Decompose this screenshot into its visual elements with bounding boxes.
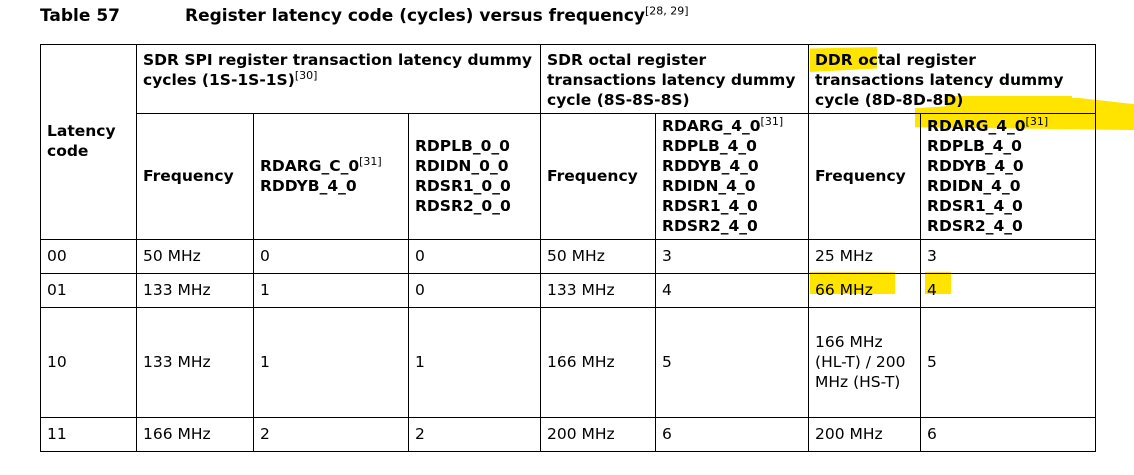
- cell-sdr-octal-cycles: 3: [655, 239, 810, 275]
- header-sdr-spi-frequency-label: Frequency: [143, 167, 234, 186]
- header-group-sdr-octal-label: SDR octal register transactions latency …: [547, 51, 796, 109]
- header-sdr-spi-signals-b: RDPLB_0_0 RDIDN_0_0 RDSR1_0_0 RDSR2_0_0: [407, 113, 542, 241]
- header-ddr-octal-signal-list: RDPLB_4_0 RDDYB_4_0 RDIDN_4_0 RDSR1_4_0 …: [927, 137, 1024, 235]
- table-number-label: Table 57: [40, 6, 120, 26]
- header-sdr-octal-signals: RDARG_4_0[31] RDPLB_4_0 RDDYB_4_0 RDIDN_…: [655, 113, 810, 241]
- header-group-sdr-spi-label: SDR SPI register transaction latency dum…: [143, 51, 532, 89]
- cell-sdr-spi-a: 0: [253, 239, 409, 275]
- table-header-group-row: Latency code SDR SPI register transactio…: [40, 43, 1097, 241]
- header-ddr-octal-signals: RDARG_4_0[31] RDPLB_4_0 RDDYB_4_0 RDIDN_…: [920, 113, 1097, 241]
- header-group-ddr-octal: DDR octal register transactions latency …: [808, 43, 1097, 115]
- cell-sdr-octal-freq: 50 MHz: [540, 239, 657, 275]
- header-sdr-spi-signals-a: RDARG_C_0[31] RDDYB_4_0: [253, 113, 409, 241]
- header-sdr-octal-frequency-label: Frequency: [547, 167, 638, 186]
- cell-latency-code: 10: [40, 307, 137, 419]
- header-group-sdr-spi: SDR SPI register transaction latency dum…: [135, 43, 542, 115]
- header-latency-code: Latency code: [40, 43, 137, 241]
- caption-footnote-ref: [28, 29]: [645, 4, 689, 18]
- table-header-sub-row: Frequency RDARG_C_0[31] RDDYB_4_0 RDPLB_…: [41, 113, 1097, 241]
- cell-ddr-octal-freq: 66 MHz: [808, 273, 922, 309]
- cell-ddr-octal-freq: 200 MHz: [808, 417, 922, 453]
- cell-sdr-spi-a: 1: [253, 307, 409, 419]
- header-sdr-octal-rdarg-footnote: [31]: [760, 115, 784, 129]
- table-row: 00 50 MHz 0 0 50 MHz 3 25 MHz 3: [40, 239, 1097, 275]
- cell-ddr-octal-freq: 166 MHz (HL-T) / 200 MHz (HS-T): [808, 307, 922, 419]
- header-ddr-octal-rdarg-4-0: RDARG_4_0: [927, 117, 1026, 136]
- table-row: 01 133 MHz 1 0 133 MHz 4 66 MHz 4: [40, 273, 1097, 309]
- cell-latency-code: 01: [40, 273, 137, 309]
- cell-latency-code: 00: [40, 239, 137, 275]
- cell-sdr-octal-freq: 133 MHz: [540, 273, 657, 309]
- cell-sdr-spi-b: 0: [407, 273, 542, 309]
- header-group-ddr-octal-label: DDR octal register transactions latency …: [815, 51, 1064, 109]
- header-sdr-spi-frequency: Frequency: [136, 113, 254, 241]
- cell-sdr-octal-freq: 166 MHz: [540, 307, 657, 419]
- header-sdr-octal-rdarg-4-0: RDARG_4_0: [662, 117, 761, 136]
- cell-ddr-octal-freq: 25 MHz: [808, 239, 922, 275]
- table-row: 10 133 MHz 1 1 166 MHz 5 166 MHz (HL-T) …: [40, 307, 1097, 419]
- cell-ddr-octal-cycles: 5: [920, 307, 1097, 419]
- header-latency-code-label: Latency code: [47, 122, 116, 161]
- cell-sdr-spi-b: 1: [407, 307, 542, 419]
- table-title: Register latency code (cycles) versus fr…: [185, 6, 645, 26]
- cell-sdr-spi-b: 0: [407, 239, 542, 275]
- cell-ddr-octal-cycles: 3: [920, 239, 1097, 275]
- header-sdr-octal-frequency: Frequency: [540, 113, 657, 241]
- header-sdr-spi-signal-list: RDPLB_0_0 RDIDN_0_0 RDSR1_0_0 RDSR2_0_0: [415, 137, 511, 215]
- header-group-sdr-spi-footnote: [30]: [294, 68, 318, 82]
- table-caption: Table 57 Register latency code (cycles) v…: [40, 4, 1100, 36]
- cell-sdr-octal-cycles: 4: [655, 273, 810, 309]
- table-row: 11 166 MHz 2 2 200 MHz 6 200 MHz 6: [40, 417, 1097, 453]
- header-rdarg-c-0-footnote: [31]: [359, 154, 382, 168]
- cell-latency-code: 11: [40, 417, 137, 453]
- header-ddr-octal-frequency-label: Frequency: [815, 167, 906, 186]
- cell-sdr-spi-freq: 133 MHz: [136, 273, 254, 309]
- cell-sdr-spi-freq: 166 MHz: [136, 417, 254, 453]
- header-ddr-octal-rdarg-footnote: [31]: [1025, 115, 1049, 129]
- cell-sdr-spi-freq: 133 MHz: [136, 307, 254, 419]
- header-rdarg-c-0: RDARG_C_0: [260, 157, 360, 176]
- cell-sdr-octal-freq: 200 MHz: [540, 417, 657, 453]
- cell-sdr-octal-cycles: 6: [655, 417, 810, 453]
- cell-sdr-spi-a: 2: [253, 417, 409, 453]
- cell-sdr-octal-cycles: 5: [655, 307, 810, 419]
- register-latency-table: Latency code SDR SPI register transactio…: [40, 43, 1097, 453]
- header-ddr-octal-frequency: Frequency: [808, 113, 922, 241]
- cell-sdr-spi-b: 2: [407, 417, 542, 453]
- cell-sdr-spi-a: 1: [253, 273, 409, 309]
- cell-sdr-spi-freq: 50 MHz: [136, 239, 254, 275]
- header-sdr-octal-signal-list: RDPLB_4_0 RDDYB_4_0 RDIDN_4_0 RDSR1_4_0 …: [662, 137, 759, 235]
- cell-ddr-octal-cycles: 4: [920, 273, 1097, 309]
- cell-ddr-octal-cycles: 6: [920, 417, 1097, 453]
- header-rddyb-4-0: RDDYB_4_0: [260, 176, 357, 195]
- header-group-sdr-octal: SDR octal register transactions latency …: [540, 43, 810, 115]
